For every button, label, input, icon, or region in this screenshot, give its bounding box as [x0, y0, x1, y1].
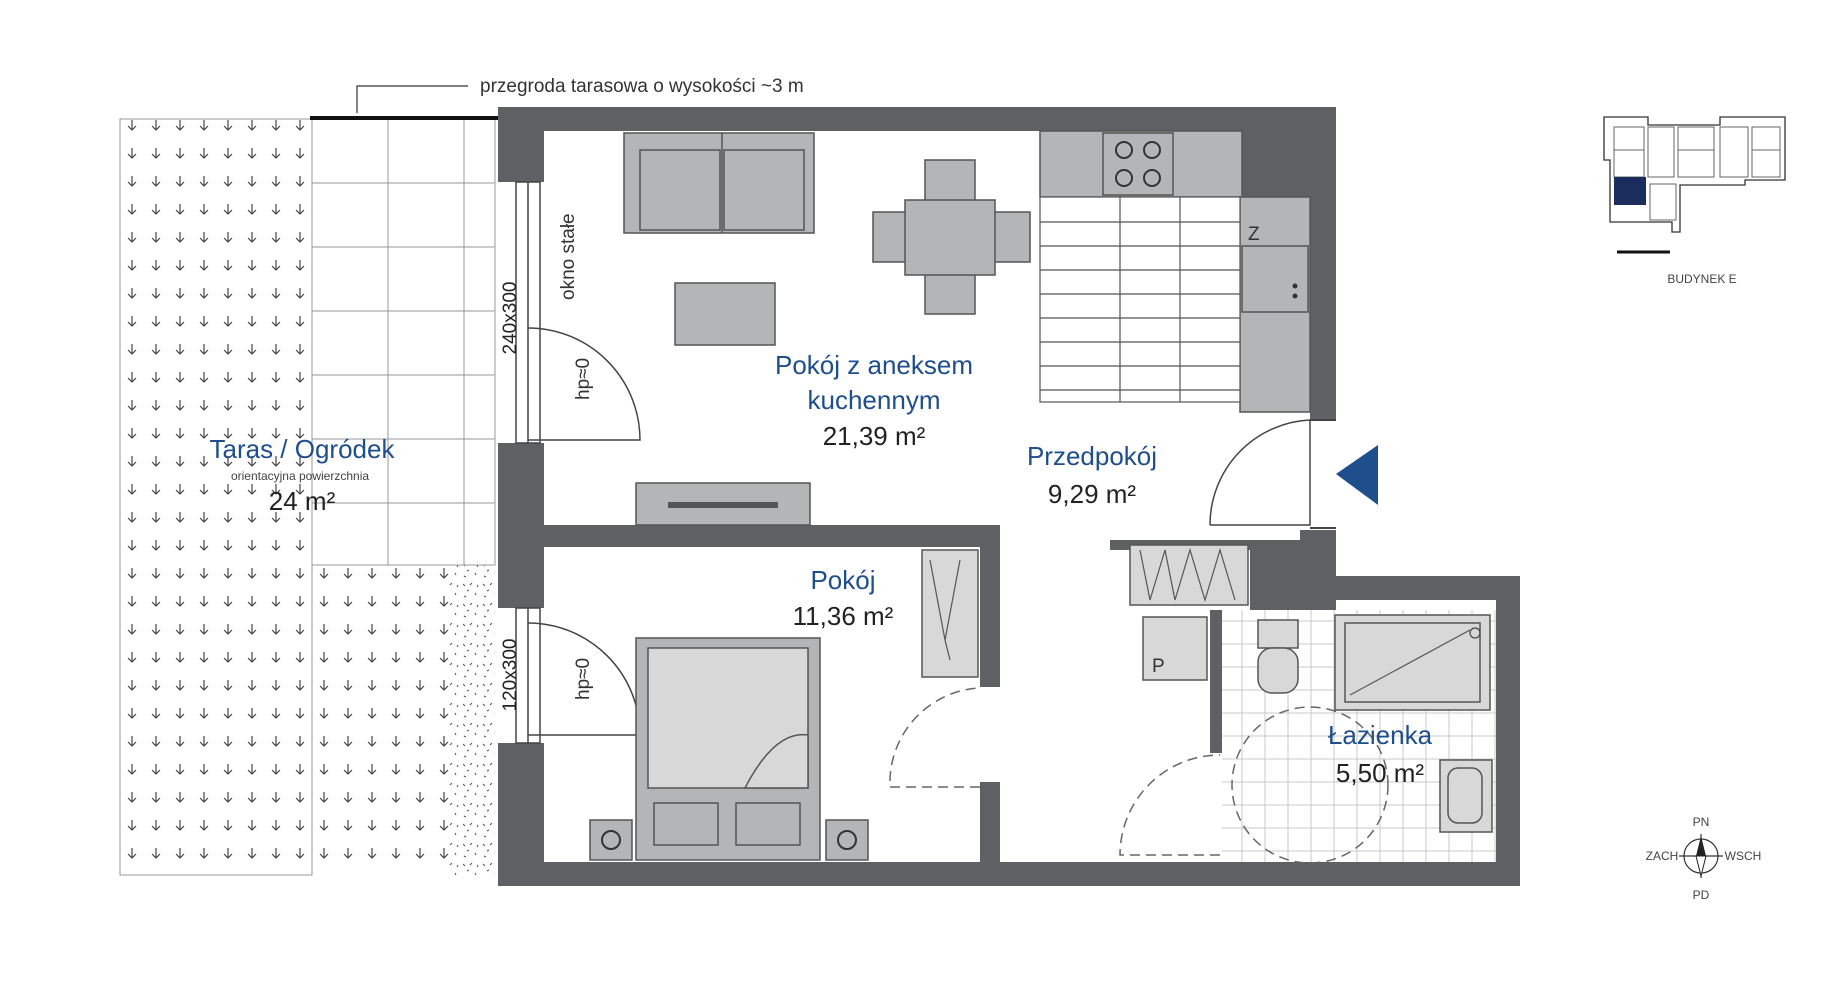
room-living: Pokój z aneksem kuchennym 21,39 m²	[775, 350, 973, 451]
compass: PN PD ZACH WSCH	[1646, 815, 1762, 902]
building-key-plan: BUDYNEK E	[1603, 116, 1786, 286]
sofa	[623, 132, 815, 234]
bathroom-door	[1119, 754, 1221, 856]
room-bathroom: Łazienka 5,50 m²	[1328, 720, 1433, 788]
compass-w: ZACH	[1646, 849, 1679, 863]
room-bedroom-name: Pokój	[810, 565, 875, 595]
window-bedroom-sill: hp≈0	[573, 658, 594, 700]
window-living-size: 240x300	[500, 282, 521, 355]
nightstands	[589, 819, 869, 861]
hall-wardrobe	[1129, 544, 1249, 606]
kitchen-shelves	[1039, 196, 1241, 403]
building-label: BUDYNEK E	[1667, 272, 1736, 286]
room-living-name: Pokój z aneksem	[775, 350, 973, 380]
wardrobe-bedroom	[921, 549, 979, 678]
window-bedroom-size: 120x300	[500, 639, 521, 712]
terrace-area-value: 24 m²	[269, 486, 336, 516]
window-living	[515, 181, 641, 444]
terrace-note: orientacyjna powierzchnia	[231, 469, 369, 483]
compass-n: PN	[1693, 815, 1710, 829]
room-bedroom: Pokój 11,36 m²	[793, 565, 894, 631]
partition-note: przegroda tarasowa o wysokości ~3 m	[480, 76, 804, 97]
entrance-marker	[1336, 445, 1378, 505]
terrace-name: Taras / Ogródek	[210, 434, 396, 464]
window-bedroom	[515, 607, 641, 744]
compass-s: PD	[1693, 888, 1710, 902]
fridge-label: Z	[1248, 224, 1260, 245]
entrance-door	[1209, 419, 1336, 529]
washbasin	[1439, 759, 1493, 833]
room-hall: Przedpokój 9,29 m²	[1027, 441, 1157, 509]
bed	[635, 637, 821, 861]
room-hall-area: 9,29 m²	[1048, 479, 1136, 509]
room-bathroom-name: Łazienka	[1328, 720, 1433, 750]
washer-label: P	[1152, 656, 1165, 677]
compass-e: WSCH	[1725, 849, 1762, 863]
tv-cabinet	[635, 482, 811, 526]
window-living-sill: hp≈0	[573, 358, 594, 400]
toilet	[1257, 619, 1299, 694]
walls	[498, 107, 1520, 886]
kitchen-counter: Z	[1039, 130, 1311, 413]
bedroom-door	[889, 687, 980, 788]
room-living-area: 21,39 m²	[823, 421, 926, 451]
coffee-table	[674, 282, 776, 346]
turning-circle	[1231, 706, 1389, 864]
terrace-area	[119, 116, 498, 876]
room-bathroom-area: 5,50 m²	[1336, 758, 1424, 788]
washing-machine: P	[1142, 616, 1208, 681]
window-fixed-note: okno stałe	[558, 213, 579, 300]
dining-table	[872, 159, 1031, 315]
room-living-name2: kuchennym	[808, 385, 941, 415]
partition-callout: przegroda tarasowa o wysokości ~3 m	[356, 76, 804, 113]
room-hall-name: Przedpokój	[1027, 441, 1157, 471]
bathtub	[1334, 614, 1491, 711]
terrace-label: Taras / Ogródek orientacyjna powierzchni…	[210, 434, 396, 516]
room-bedroom-area: 11,36 m²	[793, 601, 894, 631]
